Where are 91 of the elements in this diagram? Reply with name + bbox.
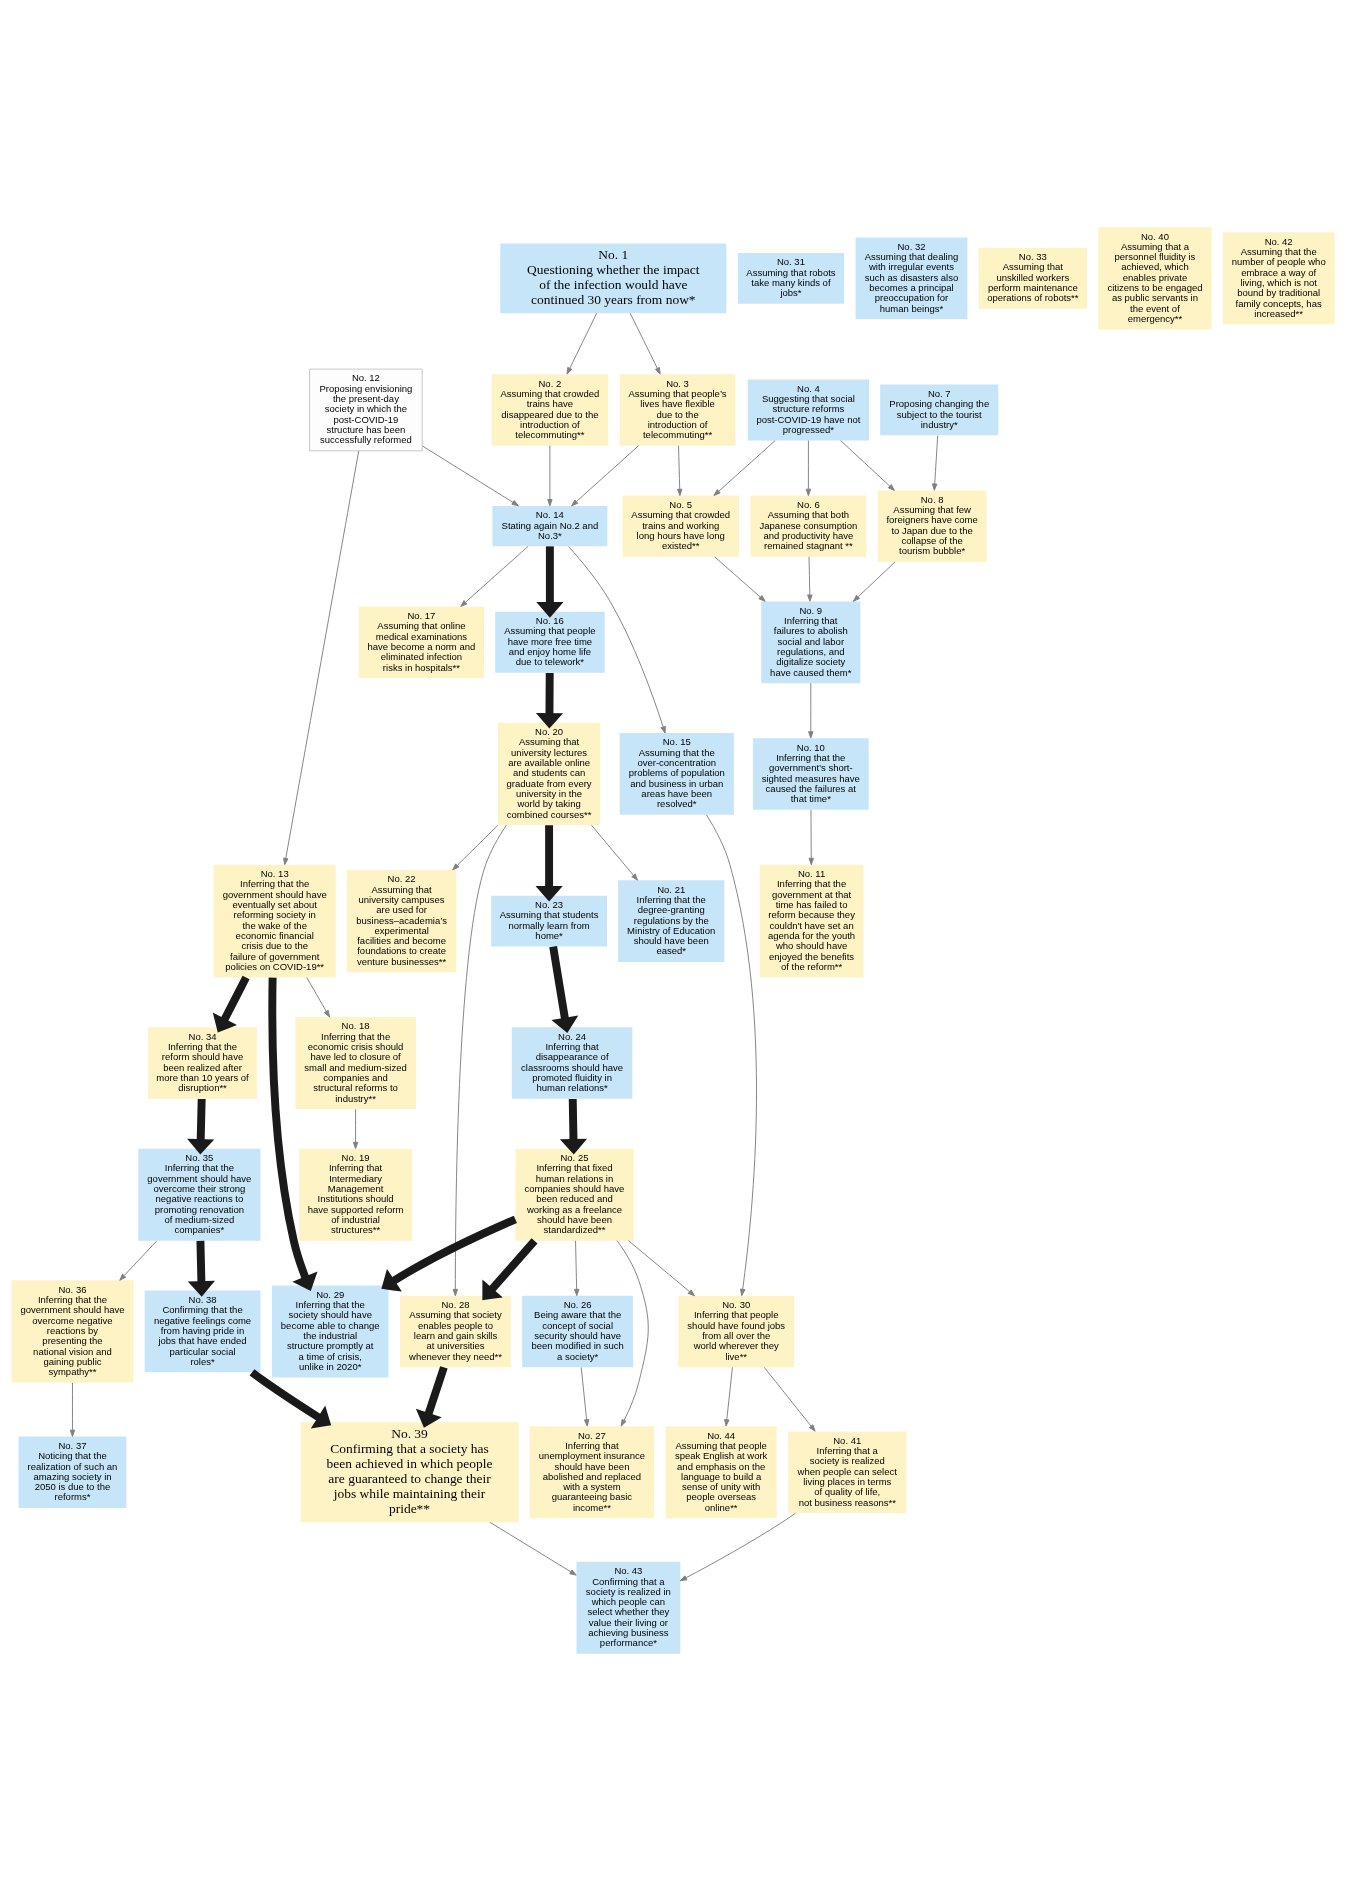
arrow xyxy=(566,312,598,375)
arrow xyxy=(535,672,564,729)
node-box: No. 40 Assuming that a personnel fluidity is achieved, which enables private citizens to be engaged as public servants in the event of emergency** xyxy=(1098,227,1212,330)
node-box: No. 7 Proposing changing the subject to the tourist industry* xyxy=(880,384,999,436)
arrow xyxy=(679,1512,797,1582)
node-box: No. 36 Inferring that the government should have overcome negative reactions by presenting the national vision and gaining public sympathy** xyxy=(11,1280,134,1383)
arrow xyxy=(852,561,896,602)
arrow xyxy=(763,1366,816,1432)
arrow xyxy=(805,440,812,496)
arrow xyxy=(571,445,640,507)
arrow xyxy=(249,1369,332,1429)
node-box: No. 4 Suggesting that social structure reforms post-COVID-19 have not progressed* xyxy=(747,379,870,441)
arrow xyxy=(489,1521,577,1576)
node-box: No. 29 Inferring that the society should have become able to change the industrial structure promptly at a time of crisis, unlike in 2020* xyxy=(271,1285,389,1378)
node-box: No. 34 Inferring that the reform should have been realized after more than 10 years of disruption** xyxy=(148,1027,257,1099)
node-box: No. 44 Assuming that people speak English at work and emphasis on the language to build a sense of unity with people overseas online** xyxy=(665,1426,777,1519)
node-box: No. 33 Assuming that unskilled workers perform maintenance operations of robots** xyxy=(978,247,1088,309)
node-box: No. 8 Assuming that few foreigners have come to Japan due to the collapse of the tourism bubble* xyxy=(877,490,987,562)
node-box: No. 43 Confirming that a society is realized in which people can select whether they value their living or achieving business performance* xyxy=(576,1561,681,1654)
arrow xyxy=(452,824,499,871)
arrow xyxy=(677,445,683,497)
arrow xyxy=(306,977,330,1018)
arrow xyxy=(415,1366,448,1428)
node-box: No. 27 Inferring that unemployment insurance should have been abolished and replaced with a system guaranteeing basic income** xyxy=(529,1426,655,1519)
arrow xyxy=(352,1108,359,1150)
arrow xyxy=(580,1366,590,1427)
node-box: No. 10 Inferring that the government’s short-sighted measures have caused the failures at that time* xyxy=(752,738,869,810)
node-box: No. 35 Inferring that the government should have overcome their strong negative reactions to promoting renovation of medium-sized companies* xyxy=(138,1148,261,1241)
arrow xyxy=(212,975,250,1033)
arrow xyxy=(482,1238,538,1301)
node-box: No. 28 Assuming that society enables people to learn and gain skills at universities whenever they need** xyxy=(400,1295,511,1368)
node-box: No. 26 Being aware that the concept of social security should have been modified in such a society* xyxy=(522,1295,634,1368)
arrow xyxy=(629,312,661,375)
node-box: No. 9 Inferring that failures to abolish social and labor regulations, and digitalize society have caused them* xyxy=(761,601,861,684)
node-box: No. 23 Assuming that students normally learn from home* xyxy=(491,895,607,947)
arrow xyxy=(535,825,563,902)
node-box: No. 1 Questioning whether the impact of the infection would have continued 30 years from now* xyxy=(500,243,727,314)
node-box: No. 30 Inferring that people should have found jobs from all over the world wherever they live** xyxy=(678,1295,795,1368)
arrow xyxy=(536,546,564,618)
node-box: No. 2 Assuming that crowded trains have disappeared due to the introduction of telecommuting** xyxy=(491,374,609,446)
arrow xyxy=(283,450,360,866)
node-box: No. 31 Assuming that robots take many kinds of jobs* xyxy=(737,252,845,304)
node-box: No. 3 Assuming that people’s lives have flexible due to the introduction of telecommuting** xyxy=(619,374,736,446)
arrow xyxy=(705,814,757,1297)
node-box: No. 15 Assuming that the over-concentration problems of population and business in urban areas have been resolved* xyxy=(619,733,734,815)
node-box: No. 20 Assuming that university lectures are available online and students can graduate from every university in the world by taking combined courses** xyxy=(497,722,601,826)
arrow xyxy=(808,809,814,866)
node-box: No. 14 Stating again No.2 and No.3* xyxy=(492,505,608,547)
arrow xyxy=(421,445,519,507)
arrow xyxy=(932,435,939,491)
arrow xyxy=(381,1215,517,1292)
node-box: No. 42 Assuming that the number of people who embrace a way of living, which is not bound by traditional family concepts, has increased** xyxy=(1222,232,1335,325)
node-box: No. 12 Proposing envisioning the present-day society in which the post-COVID-19 structure has been successfully reformed xyxy=(309,368,423,452)
arrow xyxy=(807,556,813,602)
arrow xyxy=(547,445,553,507)
node-box: No. 18 Inferring that the economic crisis should have led to closure of small and medium-sized companies and structural reforms to industry** xyxy=(295,1017,416,1109)
node-box: No. 24 Inferring that disappearance of classrooms should have promoted fluidity in human relations* xyxy=(511,1027,633,1099)
node-box: No. 6 Assuming that both Japanese consumption and productivity have remained stagnant ** xyxy=(750,495,867,557)
arrow xyxy=(187,1240,215,1297)
node-box: No. 13 Inferring that the government should have eventually set about reforming society in the wake of the economic financial crisis due to the failure of government policies on COVID-19** xyxy=(213,864,336,978)
arrow xyxy=(616,1240,649,1427)
node-box: No. 19 Inferring that Intermediary Management Institutions should have supported reform of industrial structures** xyxy=(299,1148,412,1241)
arrow xyxy=(713,440,776,496)
node-box: No. 22 Assuming that university campuses are used for business–academia’s experimental facilities and become foundations to create venture businesses** xyxy=(346,869,457,973)
arrow xyxy=(714,556,766,602)
arrow xyxy=(187,1098,215,1155)
node-box: No. 5 Assuming that crowded trains and working long hours have long existed** xyxy=(622,495,739,557)
arrow xyxy=(568,546,666,734)
arrow xyxy=(119,1240,158,1281)
arrow xyxy=(840,440,895,491)
node-box: No. 32 Assuming that dealing with irregular events such as disasters also becomes a principal preoccupation for human beings* xyxy=(855,237,968,320)
arrow xyxy=(808,682,814,739)
arrow xyxy=(591,824,639,881)
node-box: No. 39 Confirming that a society has been achieved in which people are guaranteed to change their jobs while maintaining their pride** xyxy=(300,1422,519,1523)
arrow xyxy=(460,545,529,607)
arrow xyxy=(549,946,579,1034)
arrow xyxy=(573,1240,580,1297)
node-box: No. 21 Inferring that the degree-granting regulations by the Ministry of Education should have been eased* xyxy=(618,880,725,962)
node-box: No. 25 Inferring that fixed human relations in companies should have been reduced and working as a freelance should have been standardized** xyxy=(515,1148,634,1241)
arrow xyxy=(452,824,507,1297)
arrow xyxy=(268,977,318,1291)
arrow xyxy=(724,1366,733,1427)
node-box: No. 11 Inferring that the government at that time has failed to reform because they couldn't have set an agenda for the youth who should have enjoyed the benefits of the reform** xyxy=(759,864,864,978)
node-box: No. 17 Assuming that online medical examinations have become a norm and eliminated infection risks in hospitals** xyxy=(358,606,485,678)
node-box: No. 16 Assuming that people have more free time and enjoy home life due to telework* xyxy=(495,611,605,673)
arrow xyxy=(69,1382,76,1437)
node-box: No. 41 Inferring that a society is realized when people can select living places in terms of quality of life, not business reasons** xyxy=(788,1431,907,1514)
arrow xyxy=(559,1098,588,1155)
arrow xyxy=(628,1240,695,1297)
node-box: No. 37 Noticing that the realization of such an amazing society in 2050 is due to the reforms* xyxy=(18,1436,127,1508)
node-box: No. 38 Confirming that the negative feelings come from having pride in jobs that have ended particular social roles* xyxy=(144,1290,261,1373)
